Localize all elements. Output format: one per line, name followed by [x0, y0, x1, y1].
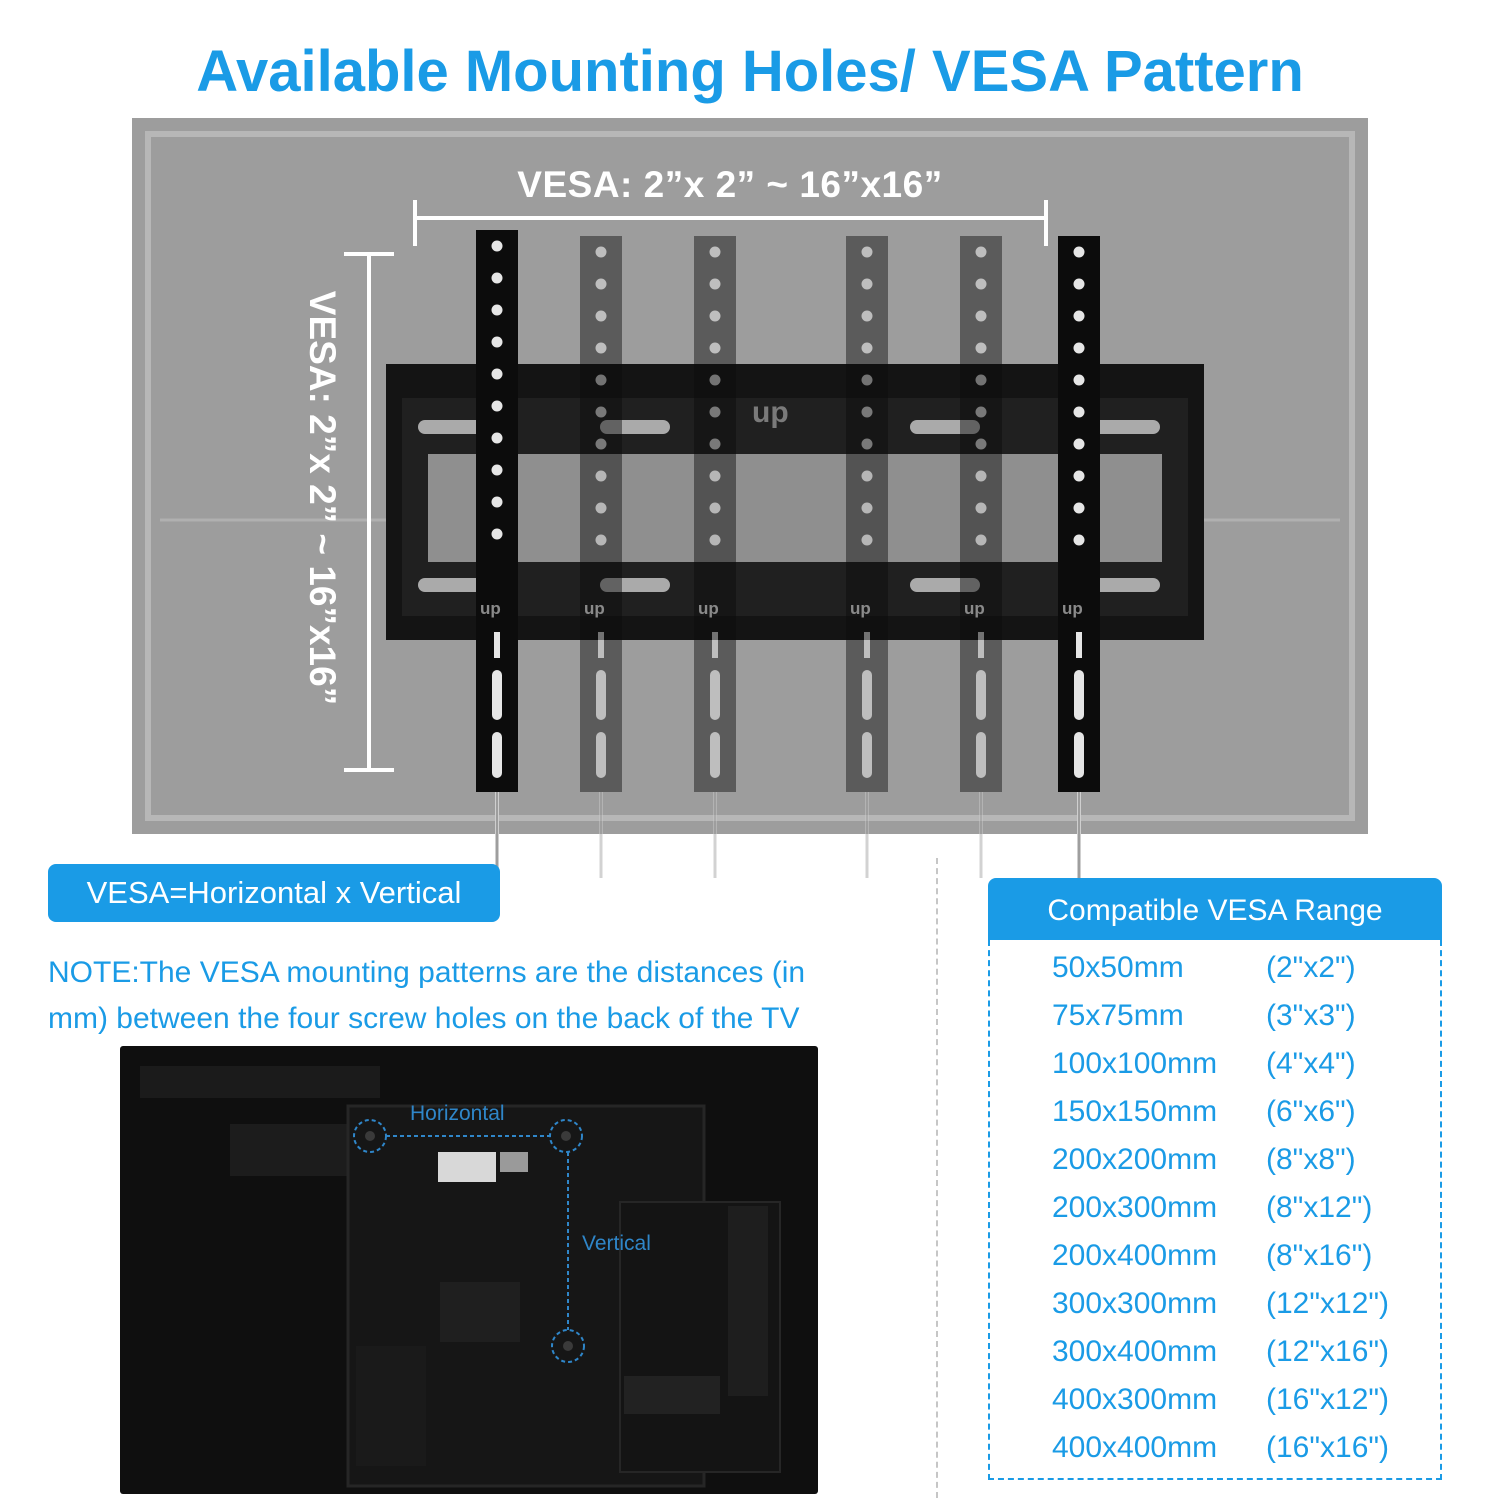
mounting-arm — [960, 236, 1002, 878]
vesa-inch-value: (16"x16") — [1266, 1431, 1390, 1464]
vesa-inch-value: (8"x8") — [1266, 1143, 1356, 1176]
vesa-mm-value: 400x400mm — [1052, 1431, 1218, 1464]
vesa-mm-value: 50x50mm — [1052, 951, 1184, 984]
vesa-range-item: 300x300mm (12"x12") — [1052, 1282, 1389, 1330]
vesa-hole-markers — [353, 1119, 585, 1363]
vesa-mm-value: 200x400mm — [1052, 1239, 1218, 1272]
vesa-range-item: 100x100mm (4"x4") — [1052, 1042, 1389, 1090]
mounting-arm — [580, 236, 622, 878]
horizontal-hole-label: Horizontal — [410, 1102, 505, 1125]
vesa-range-item: 200x300mm (8"x12") — [1052, 1186, 1389, 1234]
vesa-range-box — [988, 940, 1442, 1480]
vesa-inch-value: (16"x12") — [1266, 1383, 1390, 1416]
horizontal-dimension-line — [413, 200, 1048, 246]
arm-up-mark: up — [698, 599, 719, 618]
vesa-mm-value: 300x300mm — [1052, 1287, 1218, 1320]
tv-back-illustration — [140, 1066, 781, 1488]
vesa-mm-value: 200x200mm — [1052, 1143, 1218, 1176]
mounting-arm — [476, 230, 518, 878]
vesa-mm-value: 100x100mm — [1052, 1047, 1218, 1080]
vesa-range-item: 50x50mm (2"x2") — [1052, 946, 1389, 994]
vesa-inch-value: (12"x12") — [1266, 1287, 1390, 1320]
vesa-mm-value: 400x300mm — [1052, 1383, 1218, 1416]
tv-back-photo: Horizontal Vertical — [120, 1046, 818, 1494]
section-divider — [936, 858, 938, 1498]
vesa-inch-value: (8"x12") — [1266, 1191, 1373, 1224]
vesa-mm-value: 300x400mm — [1052, 1335, 1218, 1368]
mounting-arm — [1058, 236, 1100, 878]
vesa-note: NOTE:The VESA mounting patterns are the … — [48, 950, 928, 1042]
page-title: Available Mounting Holes/ VESA Pattern — [196, 39, 1304, 104]
vesa-inch-value: (8"x16") — [1266, 1239, 1373, 1272]
vertical-dimension-line — [344, 252, 394, 772]
horizontal-vesa-label: VESA: 2”x 2” ~ 16”x16” — [517, 164, 943, 205]
mounting-arms: up up up up up up — [476, 230, 1100, 878]
note-line-1: NOTE:The VESA mounting patterns are the … — [48, 956, 806, 989]
vesa-mm-value: 200x300mm — [1052, 1191, 1218, 1224]
vesa-range-item: 200x400mm (8"x16") — [1052, 1234, 1389, 1282]
mounting-arm — [846, 236, 888, 878]
vesa-inch-value: (4"x4") — [1266, 1047, 1356, 1080]
arm-up-mark: up — [584, 599, 605, 618]
vesa-range-item: 300x400mm (12"x16") — [1052, 1330, 1389, 1378]
panel-bevel — [145, 131, 1355, 821]
plate-up-mark: up — [752, 396, 789, 429]
vesa-inch-value: (3"x3") — [1266, 999, 1356, 1032]
vesa-inch-value: (2"x2") — [1266, 951, 1356, 984]
vesa-mm-value: 150x150mm — [1052, 1095, 1218, 1128]
vesa-mm-value: 75x75mm — [1052, 999, 1184, 1032]
vesa-range-item: 200x200mm (8"x8") — [1052, 1138, 1389, 1186]
vertical-hole-label: Vertical — [582, 1232, 651, 1255]
vesa-range-item: 400x400mm (16"x16") — [1052, 1426, 1389, 1474]
vesa-range-header: Compatible VESA Range — [988, 878, 1442, 940]
arm-up-mark: up — [1062, 599, 1083, 618]
vesa-inch-value: (12"x16") — [1266, 1335, 1390, 1368]
mounting-arm — [694, 236, 736, 878]
vesa-range-list: 50x50mm (2"x2") 75x75mm (3"x3") 100x100mm (4"… — [1052, 946, 1389, 1474]
vesa-range-item: 400x300mm (16"x12") — [1052, 1378, 1389, 1426]
vesa-range-item: 150x150mm (6"x6") — [1052, 1090, 1389, 1138]
arm-up-mark: up — [480, 599, 501, 618]
note-line-2: mm) between the four screw holes on the … — [48, 1002, 800, 1035]
arm-up-mark: up — [850, 599, 871, 618]
vesa-inch-value: (6"x6") — [1266, 1095, 1356, 1128]
arm-up-mark: up — [964, 599, 985, 618]
vertical-vesa-label: VESA: 2”x 2” ~ 16”x16” — [302, 290, 343, 706]
vesa-formula-label: VESA=Horizontal x Vertical — [48, 864, 500, 922]
vesa-range-item: 75x75mm (3"x3") — [1052, 994, 1389, 1042]
